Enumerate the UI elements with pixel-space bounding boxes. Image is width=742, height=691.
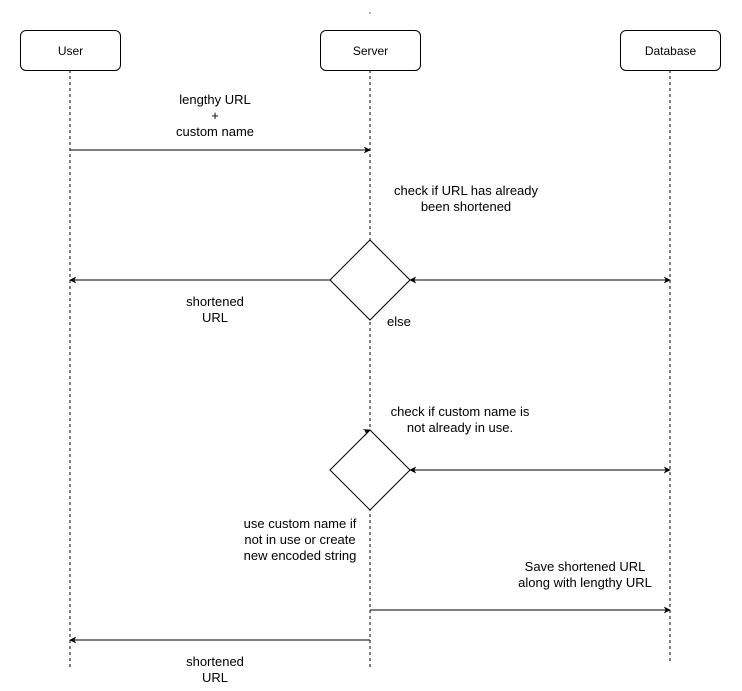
label-use-custom: use custom name if not in use or create … xyxy=(244,516,357,564)
decision-diamond-1 xyxy=(329,239,411,321)
participant-user[interactable]: User xyxy=(20,30,121,71)
label-shortened-return-2: shortened URL xyxy=(186,654,244,686)
label-shortened-return-1-line-2: URL xyxy=(201,310,229,325)
label-use-custom-line-2: not in use or create xyxy=(244,532,356,547)
label-save: Save shortened URL along with lengthy UR… xyxy=(518,559,652,591)
label-check-url-line-1: check if URL has already xyxy=(393,183,539,198)
label-shortened-return-2-line-1: shortened xyxy=(186,654,244,669)
label-check-custom-line-2: not already in use. xyxy=(406,420,514,435)
label-shortened-return-1: shortened URL xyxy=(186,294,244,326)
label-request-line-2: + xyxy=(211,108,219,123)
label-use-custom-line-1: use custom name if xyxy=(243,516,357,531)
label-save-line-1: Save shortened URL xyxy=(524,559,646,574)
label-shortened-return-1-line-1: shortened xyxy=(186,294,244,309)
label-else: else xyxy=(387,314,411,329)
label-request-line-1: lengthy URL xyxy=(179,92,251,107)
label-check-url-line-2: been shortened xyxy=(420,199,512,214)
label-check-custom-line-1: check if custom name is xyxy=(390,404,530,419)
label-request: lengthy URL + custom name xyxy=(176,92,254,140)
stray-dot xyxy=(369,12,371,14)
label-check-custom: check if custom name is not already in u… xyxy=(391,404,530,436)
decision-diamond-2 xyxy=(329,429,411,511)
participant-database[interactable]: Database xyxy=(620,30,721,71)
label-use-custom-line-3: new encoded string xyxy=(243,548,357,563)
label-check-url: check if URL has already been shortened xyxy=(394,183,538,215)
participant-server[interactable]: Server xyxy=(320,30,421,71)
label-request-line-3: custom name xyxy=(175,124,255,139)
label-shortened-return-2-line-2: URL xyxy=(201,670,229,685)
arrow-into-decision-2 xyxy=(362,429,371,436)
label-save-line-2: along with lengthy URL xyxy=(518,575,652,590)
